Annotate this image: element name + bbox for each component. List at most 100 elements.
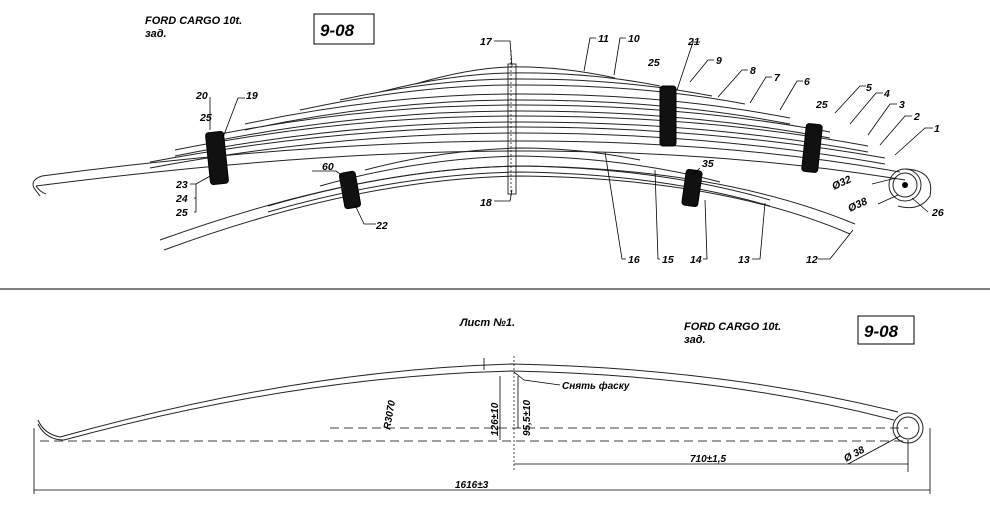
leaf-8-lower: [244, 99, 791, 131]
leader-24: [194, 184, 197, 199]
leader-10: [613, 37, 626, 76]
radius-label: R3070: [382, 399, 398, 430]
leader-3: [867, 103, 897, 136]
leader-d38: [877, 194, 899, 205]
left-end-hook: [32, 175, 47, 197]
leaf-10: [339, 78, 713, 101]
leaf-7: [209, 110, 831, 143]
leaf-1-lower: [35, 150, 906, 187]
label-15: 15: [662, 254, 674, 266]
leader-22: [354, 204, 376, 225]
label-25-a: 25: [175, 207, 188, 219]
label-6: 6: [804, 76, 810, 88]
leaf-16: [364, 147, 641, 171]
label-24: 24: [175, 193, 188, 205]
leaf-1-view: Лист №1. FORD CARGO 10t. зад. 9-08 R3070…: [33, 315, 931, 494]
leader-4: [849, 92, 883, 125]
label-4: 4: [883, 88, 890, 100]
assembly-view: FORD CARGO 10t. зад. 9-08: [32, 13, 944, 266]
helper-leaf-pack: [159, 147, 856, 251]
label-16: 16: [628, 254, 640, 266]
label-10: 10: [628, 33, 640, 45]
model-subtitle: зад.: [145, 28, 167, 40]
leader-60: [312, 170, 345, 178]
leaf-3: [149, 132, 886, 169]
leader-d32: [871, 177, 897, 185]
clamp-center-right: [659, 85, 677, 147]
clamp-helper-left: [338, 170, 362, 210]
label-12: 12: [806, 254, 818, 266]
clamp-right: [801, 123, 823, 173]
leader-13: [752, 202, 766, 260]
leader-6: [779, 80, 803, 111]
height1-label: 126±10: [490, 402, 501, 436]
leader-25: [194, 198, 197, 213]
height2-label: 95,5±10: [522, 399, 533, 436]
label-25-c: 25: [647, 57, 660, 69]
clamp-helper-right: [681, 168, 703, 208]
label-2: 2: [913, 111, 920, 123]
label-20: 20: [195, 90, 208, 102]
center-bolt-body: [507, 63, 517, 195]
leaf-8: [244, 93, 791, 125]
center-bolt: [507, 50, 517, 196]
leader-17: [494, 40, 513, 67]
label-17: 17: [480, 36, 493, 48]
leaf-top-edge: [37, 363, 899, 438]
sheet2-code: 9-08: [864, 322, 899, 341]
clamps: [205, 85, 823, 210]
leaf-4: [174, 115, 869, 151]
label-25-d: 25: [815, 99, 828, 111]
drawing-code: 9-08: [320, 21, 355, 40]
label-22: 22: [375, 220, 388, 232]
leader-1: [894, 127, 933, 156]
label-8: 8: [750, 65, 756, 77]
leaf-9: [299, 84, 746, 111]
leaf-6: [209, 104, 831, 137]
leaf-1: [41, 140, 901, 177]
spring-eye: [888, 168, 932, 209]
leaf-bottom-edge: [37, 370, 895, 441]
leader-19: [221, 97, 245, 141]
leader-2: [879, 115, 912, 146]
label-18: 18: [480, 197, 492, 209]
leaf-12-lower: [163, 175, 851, 251]
eye-diameter-leader: [847, 435, 901, 465]
leaf-11: [379, 72, 661, 93]
label-19: 19: [246, 90, 258, 102]
label-9: 9: [716, 55, 722, 67]
label-1: 1: [934, 123, 940, 135]
leader-18: [494, 189, 513, 202]
half-length-label: 710±1,5: [690, 454, 727, 465]
part-labels: 1 2 3 4 5 6 7 8 9 10 11 12 13 14 15 16 1…: [175, 33, 944, 266]
leader-16: [604, 151, 626, 260]
label-23: 23: [175, 179, 188, 191]
leader-8: [717, 69, 748, 98]
eye-wrap: [897, 168, 932, 209]
leader-23: [190, 174, 213, 185]
label-35: 35: [702, 158, 714, 170]
leader-21: [676, 41, 700, 91]
label-7: 7: [774, 72, 781, 84]
leader-26: [911, 197, 929, 213]
leader-35: [691, 167, 701, 176]
eye-diameter-label: Ø 38: [842, 445, 867, 465]
label-5: 5: [866, 82, 872, 94]
leader-12: [818, 229, 854, 260]
sheet2-subtitle: зад.: [684, 334, 706, 346]
total-length-label: 1616±3: [455, 480, 489, 491]
eye-inner: [892, 172, 918, 198]
label-26: 26: [931, 207, 944, 219]
sheet-label: Лист №1.: [459, 317, 515, 329]
sheet2-title: FORD CARGO 10t.: [684, 321, 781, 333]
label-14: 14: [690, 254, 702, 266]
leader-7: [749, 76, 772, 104]
leader-lines: [190, 37, 933, 260]
leader-5: [834, 85, 866, 114]
leader-15: [654, 169, 660, 260]
leader-14: [703, 199, 708, 260]
label-60: 60: [322, 161, 334, 173]
main-leaf-pack: [32, 66, 906, 197]
label-d38: Ø38: [846, 195, 869, 214]
